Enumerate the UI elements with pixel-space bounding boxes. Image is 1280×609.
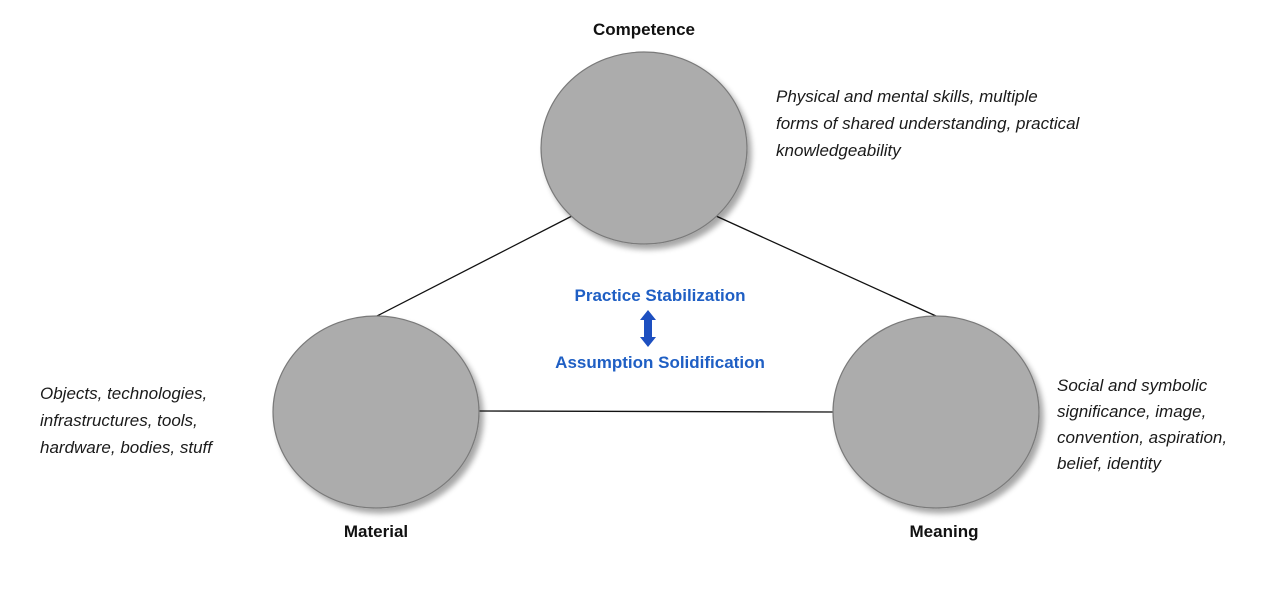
material-description: Objects, technologies, infrastructures, … bbox=[40, 380, 212, 461]
competence-description: Physical and mental skills, multiple for… bbox=[776, 83, 1079, 164]
competence-title: Competence bbox=[592, 20, 696, 39]
meaning-node-circle bbox=[832, 315, 1040, 509]
meaning-title: Meaning bbox=[909, 522, 979, 541]
material-description-line: hardware, bodies, stuff bbox=[40, 438, 212, 457]
meaning-description-line: significance, image, bbox=[1057, 402, 1207, 421]
edge-material-meaning bbox=[478, 410, 835, 413]
meaning-description: Social and symbolic significance, image,… bbox=[1057, 373, 1227, 477]
competence-description-line: forms of shared understanding, practical bbox=[776, 114, 1080, 133]
double-arrow-icon bbox=[640, 310, 656, 347]
competence-description-line: Physical and mental skills, multiple bbox=[776, 87, 1038, 106]
meaning-description-line: convention, aspiration, bbox=[1057, 428, 1228, 447]
edge-competence-meaning bbox=[715, 215, 937, 317]
meaning-description-line: Social and symbolic bbox=[1057, 376, 1208, 395]
assumption-solidification-label: Assumption Solidification bbox=[555, 353, 765, 372]
material-description-line: infrastructures, tools, bbox=[40, 411, 198, 430]
competence-description-line: knowledgeability bbox=[776, 141, 901, 160]
competence-node-circle bbox=[540, 51, 748, 245]
material-description-line: Objects, technologies, bbox=[40, 384, 208, 403]
edge-competence-material bbox=[376, 215, 573, 317]
practice-stabilization-label: Practice Stabilization bbox=[574, 286, 746, 305]
material-node-circle bbox=[272, 315, 480, 509]
meaning-description-line: belief, identity bbox=[1057, 454, 1161, 473]
material-title: Material bbox=[343, 522, 409, 541]
